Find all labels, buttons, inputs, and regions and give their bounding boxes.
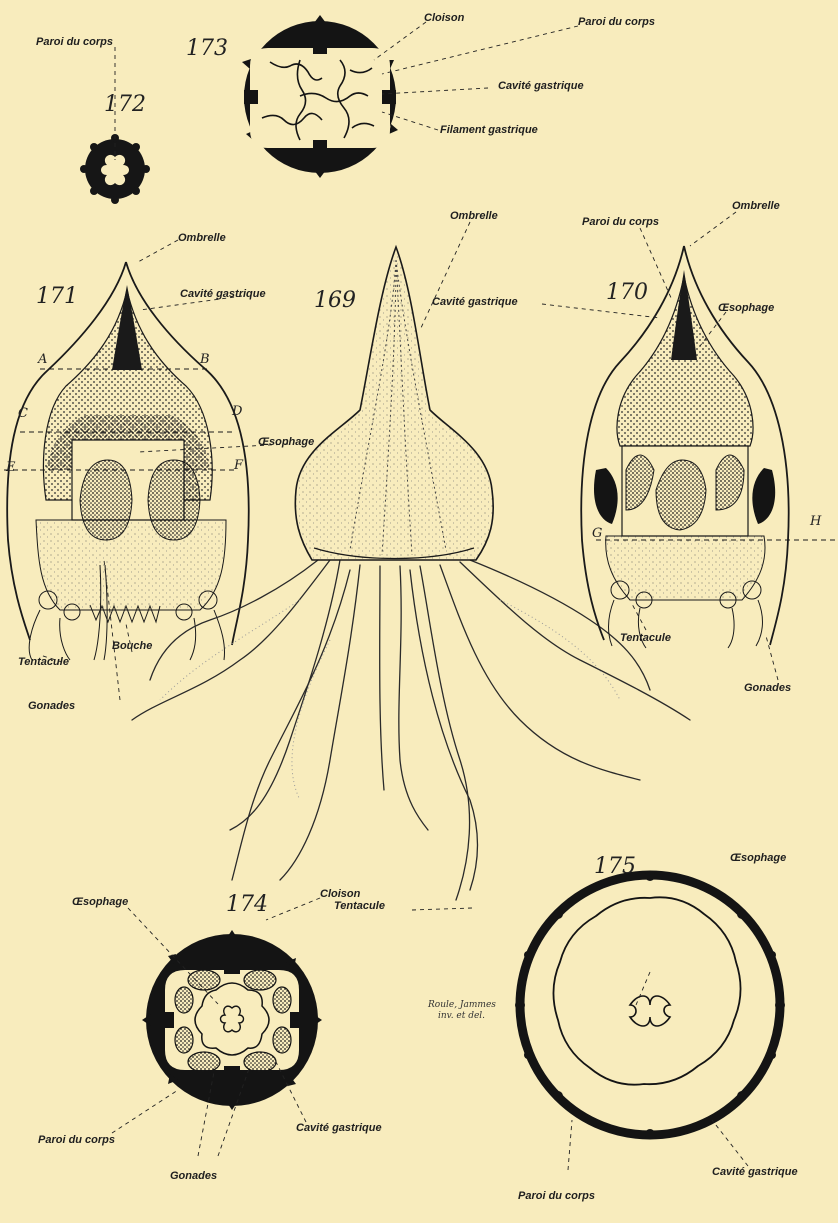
label-gonades-171: Gonades [28, 700, 75, 712]
label-gonades-170: Gonades [744, 682, 791, 694]
label-cavite-174: Cavité gastrique [296, 1122, 382, 1134]
label-ombrelle-169: Ombrelle [450, 210, 498, 222]
label-oesophage-175: Œsophage [730, 852, 786, 864]
signature-line-1: Roule, Jammes [428, 1000, 496, 1011]
label-ombrelle-171: Ombrelle [178, 232, 226, 244]
section-letter-a: A [38, 352, 47, 367]
label-cavite-171: Cavité gastrique [180, 288, 266, 300]
label-paroi-175: Paroi du corps [518, 1190, 595, 1202]
figure-number-172: 172 [104, 92, 146, 117]
figure-number-173: 173 [186, 36, 228, 61]
label-paroi-173: Paroi du corps [578, 16, 655, 28]
label-tentacule-170: Tentacule [620, 632, 671, 644]
label-gonades-174: Gonades [170, 1170, 217, 1182]
label-cloison-174: Cloison [320, 888, 360, 900]
figure-number-171: 171 [36, 284, 78, 309]
section-letter-h: H [810, 514, 821, 529]
label-cavite-173: Cavité gastrique [498, 80, 584, 92]
label-cloison-173: Cloison [424, 12, 464, 24]
label-cavite-175: Cavité gastrique [712, 1166, 798, 1178]
figure-number-175: 175 [594, 854, 636, 879]
signature-line-2: inv. et del. [428, 1011, 496, 1022]
label-paroi-172: Paroi du corps [36, 36, 113, 48]
label-cavite-170: Cavité gastrique [432, 296, 518, 308]
figure-173-section [242, 15, 398, 178]
label-bouche-171: Bouche [112, 640, 152, 652]
section-letter-b: B [200, 352, 210, 367]
figure-170-longitudinal-section [581, 246, 838, 648]
figure-175-section [515, 871, 785, 1139]
label-oesophage-174: Œsophage [72, 896, 128, 908]
figure-number-170: 170 [606, 280, 648, 305]
figure-171-longitudinal-section [4, 262, 249, 660]
section-letter-d: D [232, 404, 242, 419]
figure-174-section [142, 930, 322, 1110]
figure-number-169: 169 [314, 288, 356, 313]
label-paroi-170: Paroi du corps [582, 216, 659, 228]
label-filament-173: Filament gastrique [440, 124, 538, 136]
section-letter-e: E [6, 460, 16, 475]
section-letter-c: C [18, 406, 28, 421]
label-oesophage-171: Œsophage [258, 436, 314, 448]
section-letter-f: F [234, 458, 243, 473]
label-ombrelle-170: Ombrelle [732, 200, 780, 212]
label-oesophage-170: Œsophage [718, 302, 774, 314]
label-paroi-174: Paroi du corps [38, 1134, 115, 1146]
label-tentacule-171: Tentacule [18, 656, 69, 668]
figure-number-174: 174 [226, 892, 268, 917]
section-letter-g: G [592, 526, 602, 541]
artist-signature: Roule, Jammes inv. et del. [428, 1000, 496, 1022]
label-tentacule-169: Tentacule [334, 900, 385, 912]
